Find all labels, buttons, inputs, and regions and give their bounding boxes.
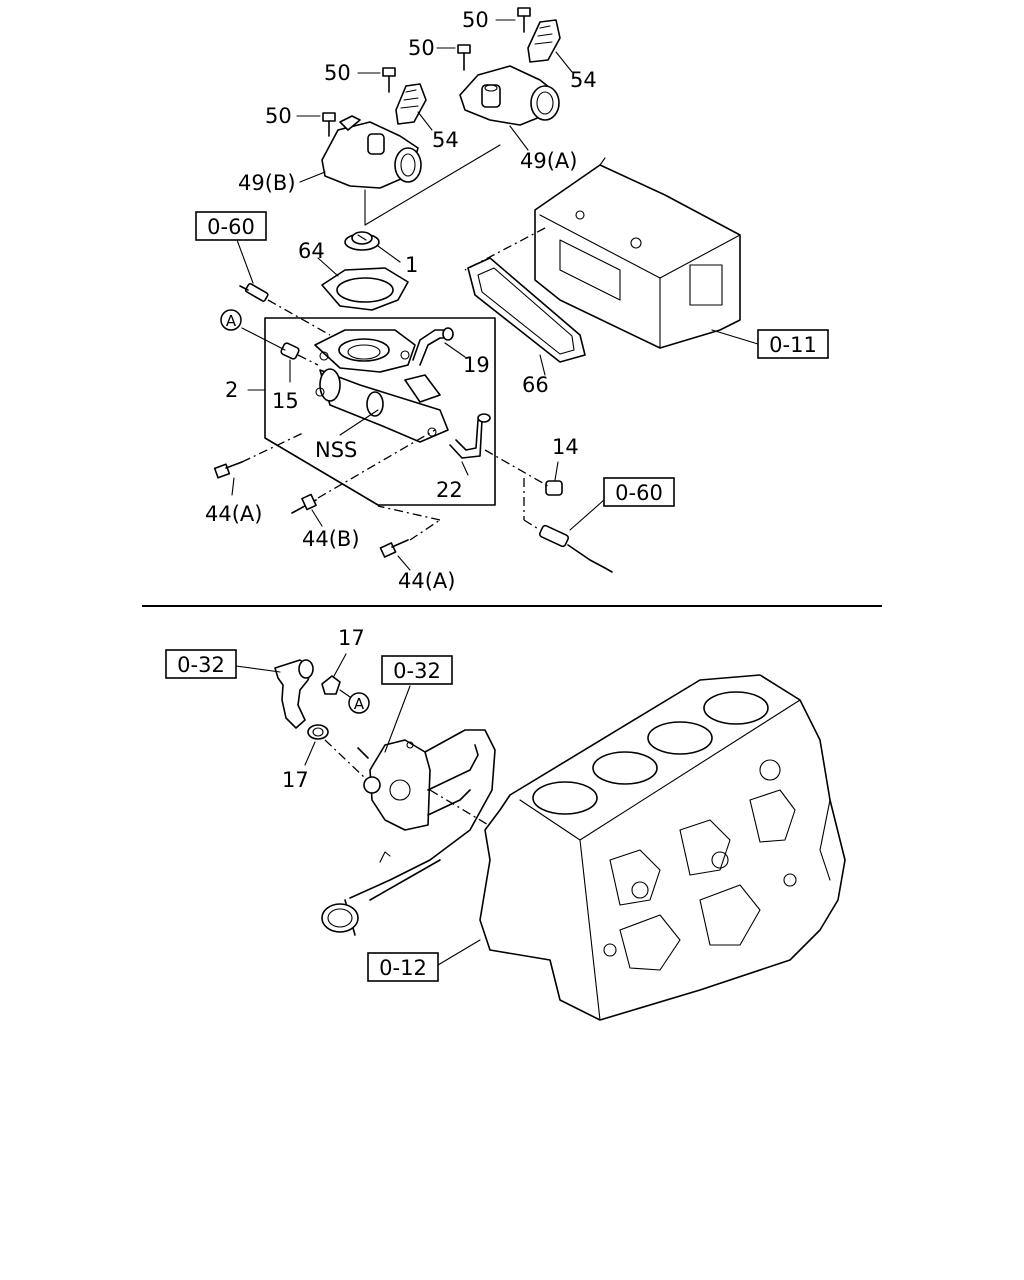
callout-54-lower: 54 bbox=[432, 128, 459, 152]
ref-box-0-32-mid[interactable]: 0-32 bbox=[381, 655, 453, 685]
callout-14: 14 bbox=[552, 435, 579, 459]
svg-text:0-12: 0-12 bbox=[379, 956, 427, 980]
water-outlet-49a-icon bbox=[459, 65, 560, 126]
pipe-22-icon bbox=[449, 413, 491, 459]
gasket-64-icon bbox=[321, 267, 409, 311]
clip-54-top-icon bbox=[527, 19, 561, 63]
ref-box-0-32-left[interactable]: 0-32 bbox=[165, 649, 237, 679]
bolt-44a-left-icon bbox=[213, 461, 243, 479]
clip-17-lower-icon bbox=[307, 724, 329, 740]
callout-64: 64 bbox=[298, 239, 325, 263]
clip-17-upper-icon bbox=[321, 675, 341, 695]
bolt-50-third-icon bbox=[382, 67, 396, 93]
callout-54-top: 54 bbox=[570, 68, 597, 92]
bolt-50-top-icon bbox=[517, 7, 531, 33]
nipple-15-icon bbox=[280, 342, 300, 360]
ref-box-0-60-top[interactable]: 0-60 bbox=[195, 211, 267, 241]
gasket-66-icon bbox=[467, 257, 586, 363]
svg-text:A: A bbox=[354, 695, 365, 713]
bolt-50-fourth-icon bbox=[322, 112, 336, 137]
plug-14-icon bbox=[545, 480, 563, 496]
hose-icon bbox=[274, 659, 314, 729]
cylinder-head-icon bbox=[534, 157, 741, 349]
assembly-box-2 bbox=[264, 317, 496, 506]
svg-text:0-32: 0-32 bbox=[393, 659, 441, 683]
callout-49b: 49(B) bbox=[238, 171, 296, 195]
marker-a-lower: A bbox=[348, 692, 370, 714]
ref-box-0-11[interactable]: 0-11 bbox=[757, 329, 829, 359]
callout-50-top: 50 bbox=[462, 8, 489, 32]
bolt-50-second-icon bbox=[457, 44, 471, 71]
temperature-sensor-right-icon bbox=[538, 524, 613, 573]
callout-44a-left: 44(A) bbox=[205, 502, 262, 526]
callout-44a-lower: 44(A) bbox=[398, 569, 455, 593]
water-outlet-49b-icon bbox=[321, 115, 422, 189]
callout-22: 22 bbox=[436, 478, 463, 502]
svg-text:0-11: 0-11 bbox=[769, 333, 817, 357]
callout-nss: NSS bbox=[315, 438, 357, 462]
callout-15: 15 bbox=[272, 389, 299, 413]
callout-50-fourth: 50 bbox=[265, 104, 292, 128]
callout-17-upper: 17 bbox=[338, 626, 365, 650]
thermostat-housing-icon bbox=[314, 329, 449, 443]
callout-66: 66 bbox=[522, 373, 549, 397]
marker-a-upper: A bbox=[220, 309, 242, 331]
pipe-19-icon bbox=[412, 327, 454, 366]
callout-1: 1 bbox=[405, 253, 418, 277]
bolt-44b-icon bbox=[291, 493, 317, 514]
svg-text:0-60: 0-60 bbox=[615, 481, 663, 505]
svg-text:A: A bbox=[226, 312, 237, 330]
cylinder-block-icon bbox=[479, 674, 846, 1021]
callout-50-second: 50 bbox=[408, 36, 435, 60]
callout-50-third: 50 bbox=[324, 61, 351, 85]
thermostat-1-icon bbox=[344, 231, 380, 251]
callout-49a: 49(A) bbox=[520, 149, 577, 173]
bolt-44a-lower-icon bbox=[379, 539, 409, 558]
callout-2: 2 bbox=[225, 378, 238, 402]
svg-text:0-32: 0-32 bbox=[177, 653, 225, 677]
temperature-sensor-top-icon bbox=[239, 282, 269, 302]
callout-19: 19 bbox=[463, 353, 490, 377]
callout-44b: 44(B) bbox=[302, 527, 360, 551]
ref-box-0-60-right[interactable]: 0-60 bbox=[603, 477, 675, 507]
water-inlet-pipe-icon bbox=[321, 729, 496, 936]
callout-17-lower: 17 bbox=[282, 768, 309, 792]
clip-54-lower-icon bbox=[395, 83, 427, 125]
svg-text:0-60: 0-60 bbox=[207, 215, 255, 239]
ref-box-0-12[interactable]: 0-12 bbox=[367, 952, 439, 982]
